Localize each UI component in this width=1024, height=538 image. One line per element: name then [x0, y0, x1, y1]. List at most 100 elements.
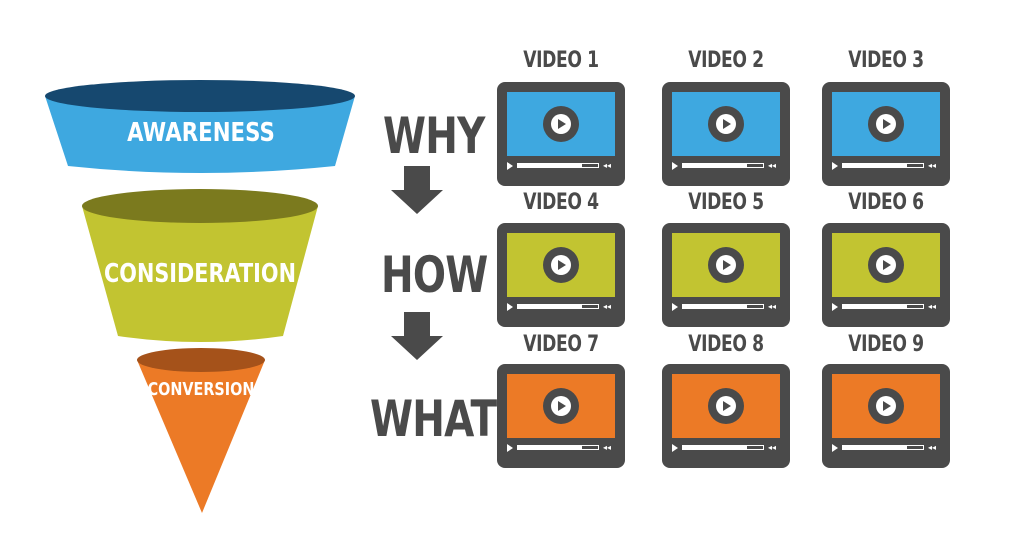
- small-play-icon[interactable]: [832, 303, 838, 311]
- video-screen: [832, 374, 940, 438]
- fast-forward-icon[interactable]: ◂◂: [603, 161, 612, 170]
- small-play-icon[interactable]: [672, 162, 678, 170]
- funnel-stage-conversion: CONVERSION: [137, 348, 265, 513]
- progress-bar[interactable]: [842, 304, 924, 309]
- progress-fill: [683, 446, 747, 449]
- play-button-inner: [716, 255, 736, 275]
- progress-bar[interactable]: [842, 163, 924, 168]
- fast-forward-icon[interactable]: ◂◂: [768, 443, 777, 452]
- progress-bar[interactable]: [682, 163, 764, 168]
- play-triangle-icon: [883, 119, 891, 129]
- video-player-card[interactable]: ◂◂: [497, 223, 625, 327]
- play-button-inner: [716, 396, 736, 416]
- play-triangle-icon: [883, 401, 891, 411]
- video-controls: ◂◂: [672, 160, 780, 172]
- progress-fill: [518, 164, 582, 167]
- play-triangle-icon: [558, 119, 566, 129]
- video-title: VIDEO 1: [523, 48, 599, 73]
- video-player-card[interactable]: ◂◂: [822, 223, 950, 327]
- small-play-icon[interactable]: [507, 444, 513, 452]
- consideration-bottom-curve: [118, 336, 283, 342]
- small-play-icon[interactable]: [832, 162, 838, 170]
- video-title: VIDEO 6: [848, 190, 924, 215]
- play-button-icon[interactable]: [708, 388, 744, 424]
- progress-fill: [843, 446, 907, 449]
- play-triangle-icon: [723, 119, 731, 129]
- play-button-inner: [876, 114, 896, 134]
- video-screen: [507, 233, 615, 297]
- video-title: VIDEO 9: [848, 332, 924, 357]
- video-title: VIDEO 8: [688, 332, 764, 357]
- question-how: HOW: [381, 246, 488, 304]
- video-player-card[interactable]: ◂◂: [662, 364, 790, 468]
- video-controls: ◂◂: [832, 301, 940, 313]
- awareness-label: AWARENESS: [127, 117, 275, 148]
- video-title: VIDEO 5: [688, 190, 764, 215]
- play-button-inner: [716, 114, 736, 134]
- video-controls: ◂◂: [507, 160, 615, 172]
- fast-forward-icon[interactable]: ◂◂: [603, 443, 612, 452]
- video-controls: ◂◂: [832, 160, 940, 172]
- video-controls: ◂◂: [507, 442, 615, 454]
- funnel-stage-awareness: AWARENESS: [45, 80, 355, 173]
- progress-bar[interactable]: [842, 445, 924, 450]
- play-triangle-icon: [723, 260, 731, 270]
- progress-fill: [518, 446, 582, 449]
- fast-forward-icon[interactable]: ◂◂: [928, 161, 937, 170]
- awareness-rim: [45, 80, 355, 112]
- progress-bar[interactable]: [682, 445, 764, 450]
- progress-bar[interactable]: [517, 445, 599, 450]
- progress-fill: [518, 305, 582, 308]
- funnel-stage-consideration: CONSIDERATION: [82, 189, 318, 342]
- fast-forward-icon[interactable]: ◂◂: [768, 302, 777, 311]
- progress-bar[interactable]: [682, 304, 764, 309]
- progress-bar[interactable]: [517, 304, 599, 309]
- video-player-card[interactable]: ◂◂: [822, 82, 950, 186]
- play-button-inner: [551, 114, 571, 134]
- video-screen: [832, 92, 940, 156]
- progress-bar[interactable]: [517, 163, 599, 168]
- video-controls: ◂◂: [672, 301, 780, 313]
- conversion-rim: [137, 348, 265, 372]
- progress-fill: [683, 164, 747, 167]
- fast-forward-icon[interactable]: ◂◂: [768, 161, 777, 170]
- awareness-band: [45, 96, 355, 166]
- play-button-icon[interactable]: [543, 247, 579, 283]
- play-button-inner: [876, 255, 896, 275]
- play-triangle-icon: [558, 401, 566, 411]
- play-button-icon[interactable]: [708, 247, 744, 283]
- video-controls: ◂◂: [672, 442, 780, 454]
- video-screen: [507, 92, 615, 156]
- small-play-icon[interactable]: [672, 303, 678, 311]
- video-screen: [507, 374, 615, 438]
- small-play-icon[interactable]: [507, 303, 513, 311]
- video-player-card[interactable]: ◂◂: [497, 82, 625, 186]
- consideration-rim: [82, 189, 318, 223]
- play-button-icon[interactable]: [868, 247, 904, 283]
- play-button-inner: [551, 255, 571, 275]
- video-player-card[interactable]: ◂◂: [662, 223, 790, 327]
- fast-forward-icon[interactable]: ◂◂: [928, 443, 937, 452]
- play-button-icon[interactable]: [868, 388, 904, 424]
- small-play-icon[interactable]: [507, 162, 513, 170]
- play-button-icon[interactable]: [708, 106, 744, 142]
- consideration-label: CONSIDERATION: [104, 258, 296, 289]
- video-player-card[interactable]: ◂◂: [662, 82, 790, 186]
- video-controls: ◂◂: [507, 301, 615, 313]
- play-button-icon[interactable]: [543, 388, 579, 424]
- awareness-bottom-curve: [68, 166, 335, 173]
- fast-forward-icon[interactable]: ◂◂: [603, 302, 612, 311]
- play-triangle-icon: [883, 260, 891, 270]
- play-button-icon[interactable]: [868, 106, 904, 142]
- conversion-cone: [137, 360, 265, 513]
- small-play-icon[interactable]: [672, 444, 678, 452]
- video-screen: [672, 233, 780, 297]
- video-player-card[interactable]: ◂◂: [822, 364, 950, 468]
- video-player-card[interactable]: ◂◂: [497, 364, 625, 468]
- fast-forward-icon[interactable]: ◂◂: [928, 302, 937, 311]
- small-play-icon[interactable]: [832, 444, 838, 452]
- play-button-icon[interactable]: [543, 106, 579, 142]
- progress-fill: [843, 305, 907, 308]
- down-arrow-icon: [391, 312, 443, 360]
